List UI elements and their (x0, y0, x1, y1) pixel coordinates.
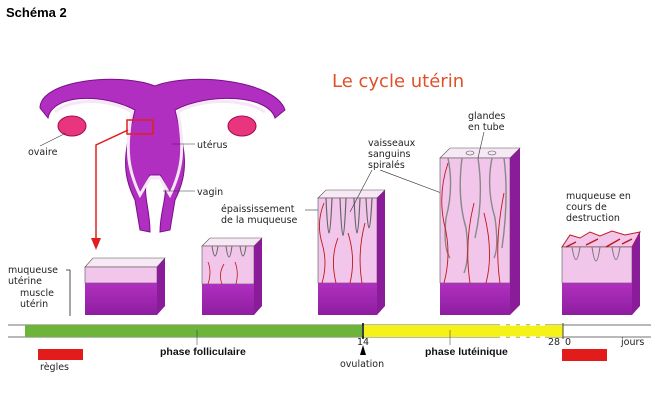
day-14-label: 14 (357, 337, 369, 348)
destruction-label-3: destruction (566, 213, 620, 224)
luteal-phase-bar (364, 325, 563, 337)
menses-label: règles (40, 362, 69, 373)
ovulation-arrow-icon (360, 345, 366, 355)
vessels-label-2: sanguins (368, 149, 411, 160)
vessels-label-3: spiralés (368, 160, 405, 171)
schema-label: Schéma 2 (6, 5, 67, 20)
thickening-label-2: de la muqueuse (221, 215, 298, 226)
menses-bar-start (38, 349, 83, 360)
diagram-title: Le cycle utérin (332, 71, 464, 92)
thickening-label-1: épaississement (221, 204, 295, 215)
muscle-label-1: muscle (20, 288, 54, 299)
muscle-label-2: utérin (20, 299, 48, 310)
menses-bar-next (562, 349, 607, 361)
uterus-label: utérus (197, 140, 228, 151)
day-0-label: 0 (565, 337, 571, 348)
days-unit-label: jours (620, 337, 644, 348)
glands-label-2: en tube (468, 122, 505, 133)
cycle-timeline (8, 323, 651, 361)
glands-label-1: glandes (468, 111, 505, 122)
mucosa-label-1: muqueuse (8, 265, 58, 276)
vagina-label: vagin (197, 187, 223, 198)
mucosa-label-2: utérine (8, 276, 42, 287)
tissue-block-secretory (439, 147, 521, 315)
vessels-label-1: vaisseaux (368, 138, 416, 149)
follicular-phase-bar (25, 325, 362, 337)
destruction-label-1: muqueuse en (566, 191, 631, 202)
uterus-illustration (39, 78, 286, 250)
day-28-label: 28 (548, 337, 560, 348)
ovulation-label: ovulation (340, 359, 384, 370)
ovary-label: ovaire (28, 147, 58, 158)
follicular-phase-label: phase folliculaire (160, 346, 246, 358)
destruction-label-2: cours de (566, 202, 607, 213)
zoom-region-box (126, 119, 154, 135)
tissue-block-vascular (317, 189, 386, 315)
tissue-block-destruction (561, 230, 641, 315)
luteal-phase-label: phase lutéinique (425, 346, 508, 358)
tissue-block-day0 (84, 257, 166, 315)
tissue-block-early-thickening (201, 237, 263, 315)
zoom-arrow (95, 129, 129, 240)
